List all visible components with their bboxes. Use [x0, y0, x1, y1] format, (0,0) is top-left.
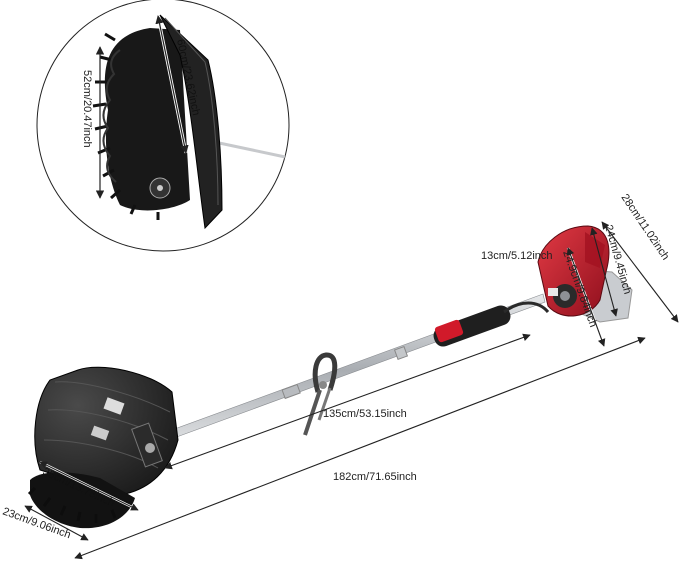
loop-handle: [303, 352, 338, 436]
shaft-length-label: 135cm/53.15inch: [323, 408, 407, 420]
engine-width-label: 13cm/5.12inch: [481, 250, 553, 262]
overall-length-label: 182cm/71.65inch: [333, 471, 417, 483]
throttle-grip: [433, 301, 550, 347]
brush-height-label: 52cm/20.47inch: [81, 70, 93, 148]
engine-height-label: 28cm/11.02inch: [619, 192, 672, 262]
dimension-lines: [24, 221, 679, 560]
brush-closeup-callout: 52cm/20.47inch 60cm/23.62inch: [36, 0, 290, 252]
